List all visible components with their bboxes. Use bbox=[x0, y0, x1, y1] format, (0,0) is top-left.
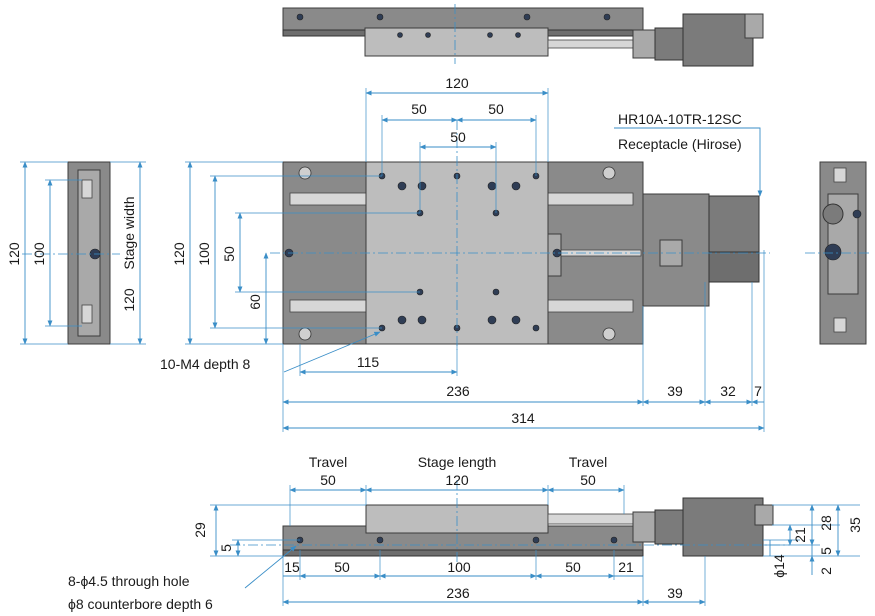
dim-29: 29 bbox=[192, 522, 208, 538]
plan-view-dims bbox=[185, 88, 765, 432]
dim-39: 39 bbox=[667, 383, 683, 399]
dim-15: 15 bbox=[284, 559, 300, 575]
dim-60: 60 bbox=[247, 294, 263, 310]
front-view-dims bbox=[210, 485, 860, 606]
left-dim-inner: 100 bbox=[31, 242, 47, 266]
dim-21: 21 bbox=[618, 559, 634, 575]
dim-115: 115 bbox=[357, 354, 380, 370]
dim-50-b: 50 bbox=[565, 559, 581, 575]
plan-view bbox=[270, 120, 770, 350]
dim-50-a: 50 bbox=[334, 559, 350, 575]
travel-label-left: Travel bbox=[309, 454, 347, 470]
dim-35: 35 bbox=[847, 517, 863, 533]
dim-120-height: 120 bbox=[171, 242, 187, 266]
dim-phi14: ϕ14 bbox=[771, 554, 787, 578]
travel-value-left: 50 bbox=[320, 472, 336, 488]
side-view-top bbox=[282, 4, 764, 67]
dim-32: 32 bbox=[720, 383, 736, 399]
left-view-dims bbox=[20, 161, 146, 345]
dim-28: 28 bbox=[818, 515, 834, 531]
left-dim-outer: 120 bbox=[6, 242, 22, 266]
dim-50-right: 50 bbox=[488, 101, 504, 117]
travel-value-right: 50 bbox=[580, 472, 596, 488]
stage-length-label: Stage length bbox=[418, 454, 497, 470]
stage-width-label: Stage width bbox=[121, 196, 137, 269]
dim-5-base: 5 bbox=[218, 544, 234, 552]
stage-width-value: 120 bbox=[121, 288, 137, 312]
stage-length-value: 120 bbox=[445, 472, 469, 488]
connector-part-number: HR10A-10TR-12SC bbox=[618, 111, 742, 127]
dim-100-height: 100 bbox=[196, 242, 212, 266]
dim-7: 7 bbox=[754, 383, 762, 399]
dim-236-front: 236 bbox=[446, 585, 470, 601]
dim-50-left: 50 bbox=[411, 101, 427, 117]
hole-note-2: ϕ8 counterbore depth 6 bbox=[68, 596, 213, 612]
hole-note-1: 8-ϕ4.5 through hole bbox=[68, 573, 190, 589]
end-view-left bbox=[22, 161, 120, 345]
connector-description: Receptacle (Hirose) bbox=[618, 136, 742, 152]
dim-120-top: 120 bbox=[445, 75, 469, 91]
end-view-right bbox=[805, 161, 870, 345]
dim-314: 314 bbox=[511, 410, 535, 426]
tap-note: 10-M4 depth 8 bbox=[160, 356, 250, 372]
travel-label-right: Travel bbox=[569, 454, 607, 470]
dim-39-front: 39 bbox=[667, 585, 683, 601]
dim-2: 2 bbox=[818, 567, 834, 575]
dim-21-right: 21 bbox=[792, 527, 808, 543]
dim-5-right: 5 bbox=[818, 547, 834, 555]
front-view bbox=[230, 480, 790, 562]
dim-50-inner: 50 bbox=[450, 129, 466, 145]
dim-100: 100 bbox=[447, 559, 471, 575]
dim-50-pitch: 50 bbox=[221, 246, 237, 262]
dim-236: 236 bbox=[446, 383, 470, 399]
